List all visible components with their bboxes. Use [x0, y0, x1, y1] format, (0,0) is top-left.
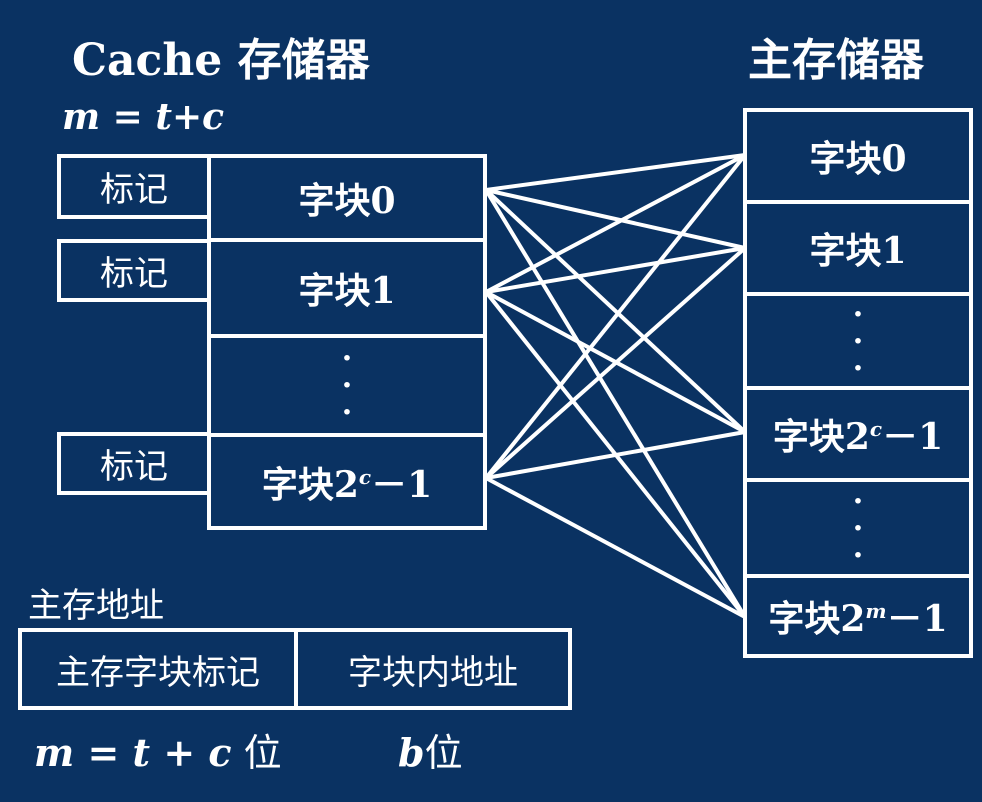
address-tag-field: 主存字块标记 — [18, 628, 298, 710]
label-text: 字块2 — [261, 463, 359, 506]
cache-formula: m = t+c — [62, 96, 225, 138]
mapping-line — [485, 188, 746, 250]
mapping-line — [484, 246, 747, 480]
label-text: －1 — [882, 416, 944, 458]
main-block-label: 字块2c－1 — [773, 408, 943, 460]
equals: = — [74, 730, 133, 775]
var-t: t — [132, 730, 151, 775]
mapping-line — [484, 188, 747, 434]
var-m: m — [34, 730, 75, 775]
cache-tag-label: 标记 — [100, 254, 168, 294]
main-memory-title: 主存储器 — [748, 35, 924, 86]
cache-tag-label: 标记 — [100, 170, 168, 210]
cache-tag-label: 标记 — [100, 447, 168, 487]
cache-block-label: 字块2c－1 — [262, 456, 432, 508]
vertical-ellipsis: ··· — [341, 341, 353, 430]
field-label: 主存字块标记 — [56, 652, 260, 693]
address-offset-field: 字块内地址 — [294, 628, 572, 710]
unit: 位 — [424, 731, 463, 775]
label-text: 字块2 — [772, 416, 870, 458]
mapping-line — [485, 430, 746, 480]
var-b: b — [398, 730, 425, 775]
label-text: －1 — [886, 598, 948, 640]
cache-block-label: 字块1 — [298, 270, 396, 312]
plus: + — [150, 730, 209, 775]
address-caption: 主存地址 — [28, 586, 164, 626]
label-text: 字块2 — [768, 598, 866, 640]
cache-tag-0: 标记 — [57, 154, 211, 219]
mapping-line — [485, 153, 746, 294]
offset-bits-formula: b位 — [398, 722, 463, 777]
main-block-label: 字块1 — [809, 230, 907, 272]
tag-bits-formula: m = t + c 位 — [34, 722, 282, 777]
field-label: 字块内地址 — [348, 652, 518, 693]
cache-block-last: 字块2c－1 — [207, 433, 487, 530]
mapping-line — [484, 188, 747, 619]
mapping-line — [485, 476, 746, 619]
vertical-ellipsis: ··· — [852, 296, 864, 386]
main-block-label: 字块2m－1 — [768, 590, 947, 642]
mapping-line — [485, 153, 746, 192]
var-c: c — [208, 730, 232, 775]
exponent: c — [869, 417, 883, 441]
main-block-label: 字块0 — [809, 138, 907, 180]
cache-title: Cache 存储器 — [72, 35, 370, 86]
mapping-line — [485, 246, 746, 294]
unit: 位 — [231, 731, 282, 775]
main-block-2m: 字块2m－1 — [743, 574, 973, 658]
vertical-ellipsis: ··· — [852, 483, 864, 573]
exponent: m — [865, 599, 887, 623]
mapping-line — [484, 153, 747, 480]
label-text: －1 — [371, 463, 433, 506]
cache-block-label: 字块0 — [298, 180, 396, 222]
exponent: c — [358, 464, 372, 489]
